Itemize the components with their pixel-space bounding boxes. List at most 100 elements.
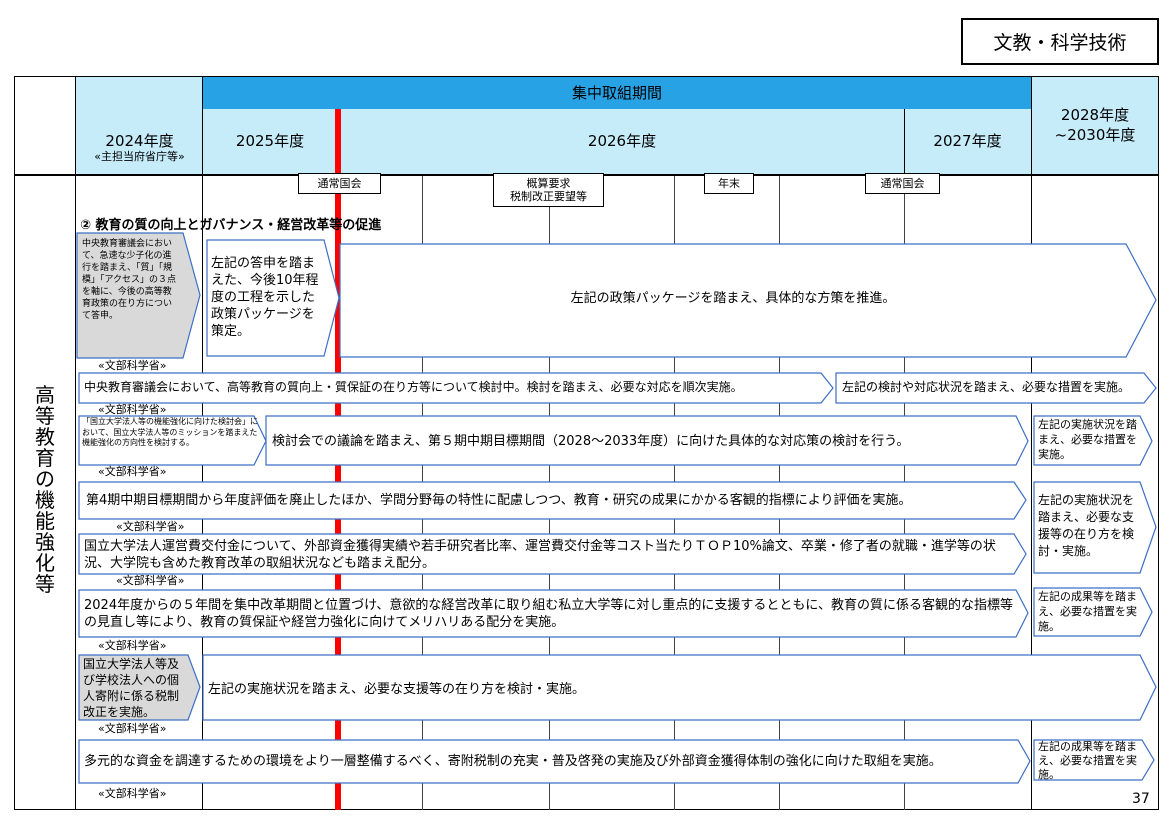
r6-main-label: 2024年度からの５年間を集中改革期間と位置づけ、意欲的な経営改革に取り組む私立…: [84, 598, 1014, 630]
r1-main-arrow: [339, 243, 1157, 358]
r2-right-arrow: [835, 372, 1157, 404]
r3-main-text: 検討会での議論を踏まえ、第５期中期目標期間（2028～2033年度）に向けた具体…: [272, 433, 909, 450]
r5-ministry: «文部科学省»: [116, 575, 184, 587]
r2-main-label: 中央教育審議会において、高等教育の質向上・質保証の在り方等について検討中。検討を…: [84, 380, 743, 394]
r2-main-arrow: [78, 372, 834, 404]
category-label: 文教・科学技術: [961, 18, 1159, 65]
r8-ministry-text: «文部科学省»: [98, 787, 167, 800]
r3-left-label: 「国立大学法人等の機能強化に向けた検討会」において、国立大学法人等のミッションを…: [82, 417, 258, 447]
r4-ministry: «文部科学省»: [116, 521, 184, 533]
milestone-year-end: 年末: [704, 173, 754, 194]
subsection-heading-text: ② 教育の質の向上とガバナンス・経営改革等の促進: [80, 218, 382, 233]
r2-right-label: 左記の検討や対応状況を踏まえ、必要な措置を実施。: [842, 380, 1131, 394]
year-2027-header: 2027年度: [904, 126, 1031, 154]
r3-right-arrow: [1033, 415, 1153, 466]
year-2027-label: 2027年度: [933, 131, 1002, 150]
year-2025-label: 2025年度: [235, 131, 305, 150]
r6-right-label: 左記の成果等を踏まえ、必要な措置を実施。: [1038, 590, 1137, 633]
milestone-text: 年末: [718, 177, 740, 190]
r45-right-arrow: [1033, 481, 1157, 574]
r6-right-text: 左記の成果等を踏まえ、必要な措置を実施。: [1038, 589, 1142, 634]
r5-main-text: 国立大学法人運営費交付金について、外部資金獲得実績や若手研究者比率、運営費交付金…: [84, 538, 1020, 572]
r4-main-text: 第4期中期目標期間から年度評価を廃止したほか、学問分野毎の特性に配慮しつつ、教育…: [86, 492, 911, 509]
r3-right-label: 左記の実施状況を踏まえ、必要な措置を実施。: [1038, 418, 1137, 461]
milestone-budget: 概算要求 税制改正要望等: [493, 173, 604, 207]
r6-main-arrow: [78, 589, 1029, 638]
milestone-text: 概算要求: [526, 177, 571, 190]
r1-mid-text: 左記の答申を踏まえた、今後10年程度の工程を示した政策パッケージを策定。: [211, 255, 319, 340]
r7-main-text: 左記の実施状況を踏まえ、必要な支援等の在り方を検討・実施。: [208, 681, 585, 698]
r7-main-arrow: [202, 654, 1157, 721]
r3-ministry-text: «文部科学省»: [98, 465, 167, 478]
col-line-d: [904, 109, 905, 174]
category-text: 文教・科学技術: [993, 32, 1127, 54]
r7-main-label: 左記の実施状況を踏まえ、必要な支援等の在り方を検討・実施。: [208, 682, 586, 697]
header-years-row: [203, 109, 1031, 174]
r3-ministry: «文部科学省»: [98, 466, 166, 478]
subsection-heading: ② 教育の質の向上とガバナンス・経営改革等の促進: [80, 214, 381, 233]
r45-right-label: 左記の実施状況を踏まえ、必要な支援等の在り方を検討・実施。: [1038, 493, 1135, 558]
header-2028-cell: 2028年度 ~2030年度: [1031, 76, 1159, 174]
r8-right-arrow: [1033, 739, 1155, 781]
r8-right-text: 左記の成果等を踏まえ、必要な措置を実施。: [1038, 740, 1146, 782]
r8-main-label: 多元的な資金を調達するための環境をより一層整備するべく、寄附税制の充実・普及啓発…: [84, 754, 942, 769]
page-number: 37: [1132, 791, 1150, 807]
r4-ministry-text: «文部科学省»: [116, 520, 185, 533]
r8-ministry: «文部科学省»: [98, 788, 166, 800]
year-2030-label: ~2030年度: [1054, 126, 1136, 144]
table-frame: [14, 76, 1159, 810]
r2-ministry-text: «文部科学省»: [98, 403, 167, 416]
r6-ministry: «文部科学省»: [98, 640, 166, 652]
section-title-text: 高等教育の機能強化等: [35, 383, 55, 596]
r7-ministry-text: «文部科学省»: [98, 722, 167, 735]
r1-mid-label: 左記の答申を踏まえた、今後10年程度の工程を示した政策パッケージを策定。: [211, 256, 319, 339]
r3-main-label: 検討会での議論を踏まえ、第５期中期目標期間（2028～2033年度）に向けた具体…: [272, 434, 910, 449]
r2-main-text: 中央教育審議会において、高等教育の質向上・質保証の在り方等について検討中。検討を…: [84, 379, 743, 396]
r5-main-label: 国立大学法人運営費交付金について、外部資金獲得実績や若手研究者比率、運営費交付金…: [84, 539, 996, 571]
year-2028-label: 2028年度: [1060, 106, 1130, 124]
r3-left-text: 「国立大学法人等の機能強化に向けた検討会」において、国立大学法人等のミッションを…: [82, 417, 258, 449]
r45-right-text: 左記の実施状況を踏まえ、必要な支援等の在り方を検討・実施。: [1038, 492, 1142, 560]
r1-gray-label: 中央教育審議会において、急速な少子化の進行を踏まえ、「質」「規模」「アクセス」の…: [82, 239, 177, 321]
r5-ministry-text: «文部科学省»: [116, 574, 185, 587]
r6-main-text: 2024年度からの５年間を集中改革期間と位置づけ、意欲的な経営改革に取り組む私立…: [84, 597, 1022, 631]
page-number-text: 37: [1132, 791, 1150, 807]
year-2026-label: 2026年度: [587, 131, 657, 150]
r8-right-label: 左記の成果等を踏まえ、必要な措置を実施。: [1038, 740, 1137, 781]
r6-right-arrow: [1033, 587, 1153, 637]
r3-right-text: 左記の実施状況を踏まえ、必要な措置を実施。: [1038, 417, 1142, 462]
header-2024-cell: [76, 76, 203, 174]
milestone-text: 税制改正要望等: [510, 190, 587, 203]
r2-right-text: 左記の検討や対応状況を踏まえ、必要な措置を実施。: [842, 379, 1130, 396]
milestone-diet-2: 通常国会: [865, 173, 940, 194]
r8-main-arrow: [78, 739, 1031, 784]
col-line-c: [1031, 76, 1032, 810]
r1-mid-arrow: [206, 239, 340, 357]
section-title: 高等教育の機能強化等: [33, 385, 57, 595]
r1-gray-arrow: [76, 232, 201, 359]
r4-main-label: 第4期中期目標期間から年度評価を廃止したほか、学問分野毎の特性に配慮しつつ、教育…: [86, 493, 912, 508]
r6-ministry-text: «文部科学省»: [98, 639, 167, 652]
r1-gray-text: 中央教育審議会において、急速な少子化の進行を踏まえ、「質」「規模」「アクセス」の…: [82, 238, 180, 322]
milestone-text: 通常国会: [880, 177, 925, 190]
r7-ministry: «文部科学省»: [98, 723, 166, 735]
r5-main-arrow: [78, 533, 1027, 575]
focus-period-header: 集中取組期間: [203, 76, 1031, 109]
col-line-a: [75, 76, 76, 810]
milestone-text: 通常国会: [317, 177, 362, 190]
r3-main-arrow: [265, 415, 1029, 466]
r1-main-text: 左記の政策パッケージを踏まえ、具体的な方策を推進。: [350, 290, 1116, 307]
r8-main-text: 多元的な資金を調達するための環境をより一層整備するべく、寄附税制の充実・普及啓発…: [84, 753, 942, 770]
year-2024-header: 2024年度 «主担当府省庁等»: [76, 126, 203, 170]
r2-ministry: «文部科学省»: [98, 404, 166, 416]
r7-gray-label: 国立大学法人等及び学校法人への個人寄附に係る税制改正を実施。: [83, 657, 180, 719]
r7-gray-text: 国立大学法人等及び学校法人への個人寄附に係る税制改正を実施。: [83, 656, 187, 720]
r7-gray-arrow: [78, 654, 201, 721]
r4-main-arrow: [78, 481, 1027, 520]
r1-main-label: 左記の政策パッケージを踏まえ、具体的な方策を推進。: [570, 291, 896, 306]
year-2025-header: 2025年度: [203, 126, 337, 154]
year-2024-label: 2024年度: [105, 132, 174, 150]
r1-ministry-text: «文部科学省»: [98, 359, 167, 372]
r1-ministry: «文部科学省»: [98, 360, 166, 372]
